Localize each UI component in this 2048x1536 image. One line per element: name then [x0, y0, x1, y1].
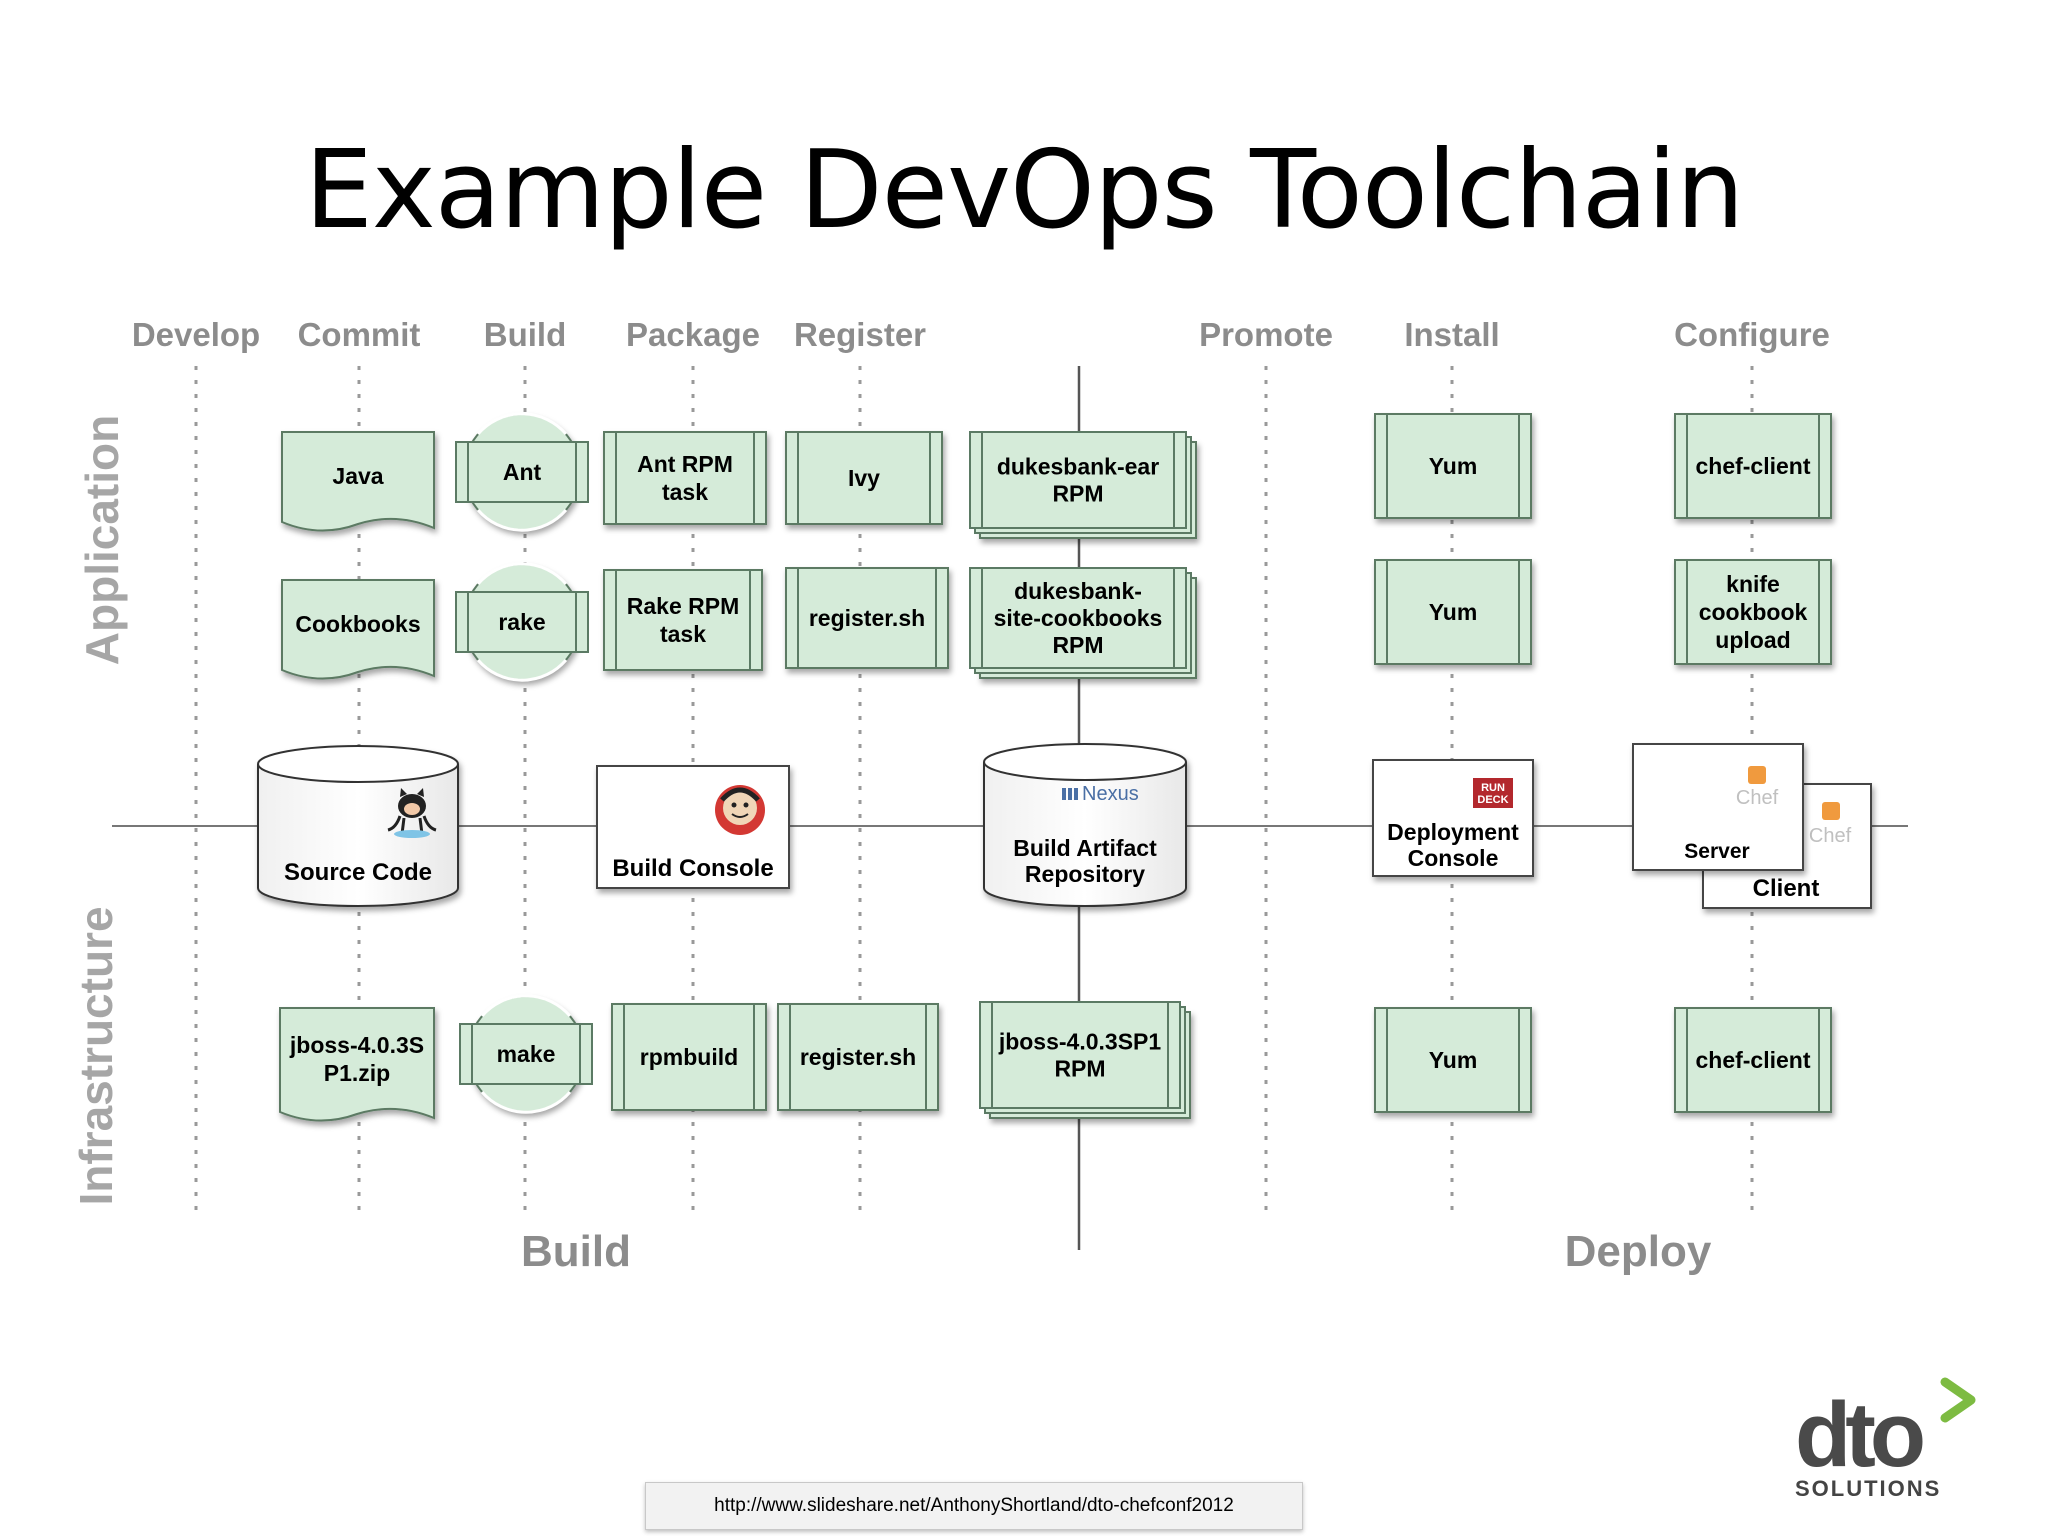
source-url[interactable]: http://www.slideshare.net/AnthonyShortla…	[645, 1482, 1303, 1530]
deployment-console-line1: Deployment	[1387, 819, 1519, 845]
jenkins-icon	[715, 785, 765, 835]
chef-server-label: Server	[1684, 840, 1749, 863]
jboss-rpm-label-2: RPM	[1054, 1056, 1105, 1082]
yum-1-label: Yum	[1429, 453, 1478, 479]
source-code-label: Source Code	[284, 859, 432, 886]
rundeck-logo: RUN DECK	[1473, 778, 1513, 808]
slide-title: Example DevOps Toolchain	[304, 128, 1745, 253]
cookbooks-node: Cookbooks	[281, 579, 435, 680]
ant-rpm-task-label-2: task	[662, 479, 708, 505]
lane-label-infrastructure: Infrastructure	[70, 906, 122, 1205]
chef-client-1-label: chef-client	[1695, 453, 1810, 479]
chef-client-logo: Chef	[1809, 802, 1852, 847]
jboss-rpm-label-1: jboss-4.0.3SP1	[998, 1029, 1162, 1055]
build-artifact-repo-line2: Repository	[1025, 861, 1145, 887]
stage-header-commit: Commit	[298, 316, 421, 353]
rpmbuild-node: rpmbuild	[611, 1003, 767, 1111]
knife-upload-label-1: knife	[1726, 571, 1780, 597]
nexus-label: Nexus	[1082, 783, 1139, 805]
github-octocat-icon	[387, 788, 437, 838]
stage-header-promote: Promote	[1199, 316, 1333, 353]
dukesbank-cookbooks-rpm-label-2: site-cookbooks	[994, 605, 1163, 631]
rake-rpm-task-label-2: task	[660, 621, 706, 647]
dukesbank-ear-rpm-label-2: RPM	[1052, 481, 1103, 507]
yum-3-label: Yum	[1429, 1047, 1478, 1073]
chef-client-1-node: chef-client	[1674, 413, 1832, 519]
dukesbank-cookbooks-rpm-label-1: dukesbank-	[1014, 578, 1142, 604]
rundeck-logo-line2: DECK	[1477, 794, 1508, 806]
java-label: Java	[332, 463, 383, 489]
rpmbuild-label: rpmbuild	[640, 1044, 738, 1070]
phase-label-build: Build	[521, 1227, 631, 1276]
lane-label-application: Application	[76, 415, 128, 665]
dto-logo-subtitle: SOLUTIONS	[1795, 1476, 1942, 1501]
register-app-node: register.sh	[785, 567, 949, 669]
nexus-logo: Nexus	[1062, 783, 1139, 805]
register-infra-label: register.sh	[800, 1044, 916, 1070]
build-console-label: Build Console	[612, 855, 773, 882]
chef-client-logo-text: Chef	[1809, 825, 1852, 847]
knife-upload-label-3: upload	[1715, 627, 1790, 653]
rake-rpm-task-label-1: Rake RPM	[627, 593, 739, 619]
stage-header-package: Package	[626, 316, 760, 353]
ant-rpm-task-label-1: Ant RPM	[637, 451, 733, 477]
phase-label-deploy: Deploy	[1565, 1227, 1712, 1276]
dukesbank-ear-rpm-label-1: dukesbank-ear	[997, 454, 1159, 480]
jboss-zip-node: jboss-4.0.3SP1.zip	[279, 1007, 435, 1122]
build-artifact-repo	[983, 743, 1187, 907]
yum-2-node: Yum	[1374, 559, 1532, 665]
dukesbank-cookbooks-rpm-label-3: RPM	[1052, 632, 1103, 658]
rake-label: rake	[498, 609, 545, 635]
make-label: make	[497, 1041, 556, 1067]
deployment-console-line2: Console	[1408, 845, 1499, 871]
jboss-zip-label-1: jboss-4.0.3S	[289, 1032, 424, 1058]
chef-server-box	[1632, 743, 1804, 871]
chef-client-2-node: chef-client	[1674, 1007, 1832, 1113]
dto-logo-arrow-icon	[1940, 1377, 1976, 1423]
build-artifact-repo-line1: Build Artifact	[1013, 835, 1157, 861]
rundeck-logo-line1: RUN	[1481, 782, 1505, 794]
chef-client-label: Client	[1753, 875, 1820, 902]
chef-server-logo: Chef	[1736, 766, 1779, 809]
stage-header-register: Register	[794, 316, 926, 353]
ant-label: Ant	[503, 459, 542, 485]
rake-node: rake	[455, 562, 589, 682]
cookbooks-label: Cookbooks	[295, 611, 420, 637]
stage-header-configure: Configure	[1674, 316, 1830, 353]
knife-upload-label-2: cookbook	[1699, 599, 1808, 625]
ivy-node: Ivy	[785, 431, 943, 525]
yum-3-node: Yum	[1374, 1007, 1532, 1113]
yum-2-label: Yum	[1429, 599, 1478, 625]
stage-header-build: Build	[484, 316, 566, 353]
yum-1-node: Yum	[1374, 413, 1532, 519]
make-node: make	[459, 994, 593, 1114]
dto-logo-text: dto	[1795, 1384, 1923, 1486]
chef-client-2-label: chef-client	[1695, 1047, 1810, 1073]
jboss-zip-label-2: P1.zip	[324, 1060, 390, 1086]
stage-header-develop: Develop	[132, 316, 260, 353]
register-infra-node: register.sh	[777, 1003, 939, 1111]
dto-solutions-logo: dto	[1795, 1377, 1976, 1486]
register-app-label: register.sh	[809, 605, 925, 631]
java-node: Java	[281, 431, 435, 532]
stage-header-install: Install	[1404, 316, 1499, 353]
chef-server-logo-text: Chef	[1736, 787, 1779, 809]
ivy-label: Ivy	[848, 465, 880, 491]
ant-node: Ant	[455, 412, 589, 532]
